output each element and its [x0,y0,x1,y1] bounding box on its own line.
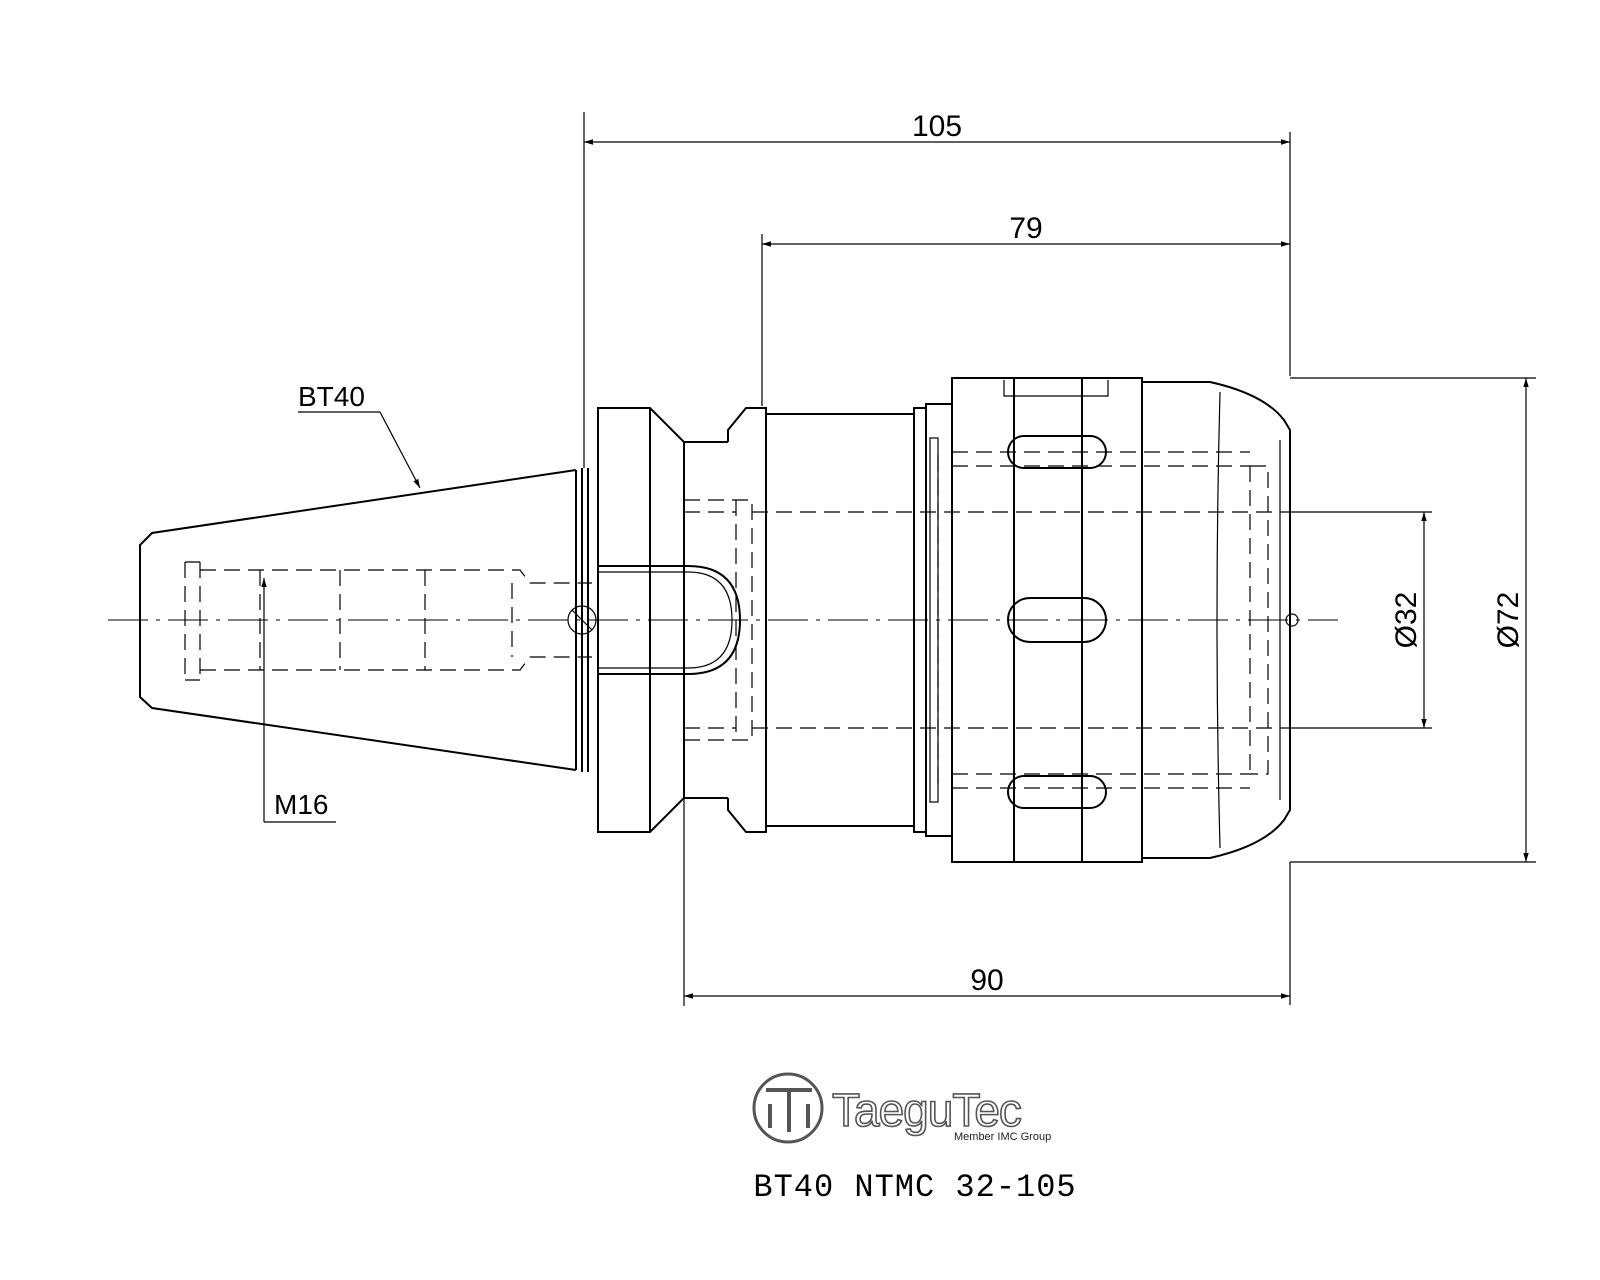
logo-brand: TaeguTec [832,1084,1021,1136]
leader-m16: M16 [261,578,336,823]
logo-mark-icon [766,1088,812,1132]
dim-outer-diameter: Ø72 [1290,377,1536,863]
dim-overall-length: 105 [583,110,1291,1005]
label-m16: M16 [274,789,328,820]
dim-79-label: 79 [1009,212,1042,245]
dim-d32-label: Ø32 [1390,592,1423,649]
dim-90-label: 90 [970,964,1003,997]
label-bt40: BT40 [298,381,365,412]
logo-tagline: Member IMC Group [954,1131,1051,1143]
taper-shank [139,468,597,772]
dim-d72-label: Ø72 [1492,592,1525,649]
taegutec-logo: TaeguTec Member IMC Group [752,1072,1051,1144]
dim-gauge-length: 90 [683,680,1290,1006]
part-number-caption: BT40 NTMC 32-105 [753,1169,1076,1206]
leader-bt40: BT40 [298,381,421,489]
dim-105-label: 105 [912,110,962,143]
dim-bore-diameter: Ø32 [1290,511,1432,729]
nose-cap [1141,381,1299,859]
dim-body-length: 79 [761,212,1290,406]
